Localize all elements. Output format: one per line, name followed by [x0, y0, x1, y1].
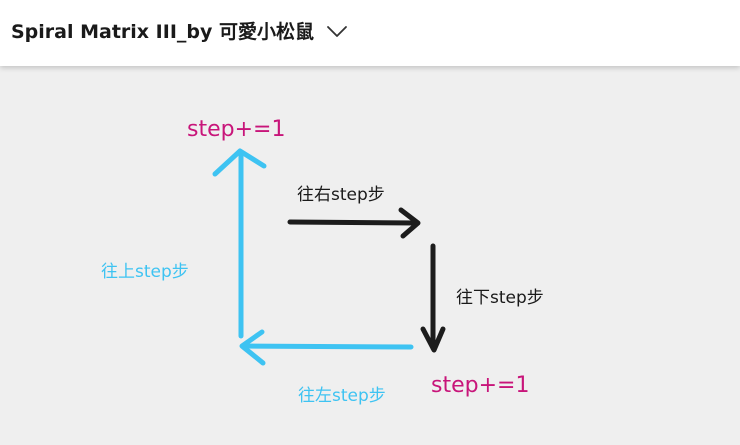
step-increment-label-bottom: step+=1 — [431, 373, 530, 398]
title-bar: Spiral Matrix III_by 可愛小松鼠 — [0, 0, 740, 66]
chevron-down-icon[interactable] — [326, 25, 348, 39]
move-left-label: 往左step步 — [298, 386, 386, 406]
arrow-down-stroke — [420, 243, 446, 353]
arrow-right-stroke — [287, 207, 421, 239]
title-dropdown[interactable]: Spiral Matrix III_by 可愛小松鼠 — [11, 17, 348, 47]
move-down-label: 往下step步 — [456, 288, 544, 308]
page-title: Spiral Matrix III_by 可愛小松鼠 — [11, 21, 314, 43]
move-right-label: 往右step步 — [297, 185, 385, 205]
step-increment-label-top: step+=1 — [187, 117, 286, 142]
ink-drawing — [212, 148, 446, 366]
arrow-up-stroke — [212, 148, 267, 339]
move-up-label: 往上step步 — [101, 262, 189, 282]
whiteboard-canvas: step+=1 往右step步 往下step步 往上step步 往左step步 … — [0, 66, 740, 445]
arrow-left-stroke — [239, 329, 414, 366]
